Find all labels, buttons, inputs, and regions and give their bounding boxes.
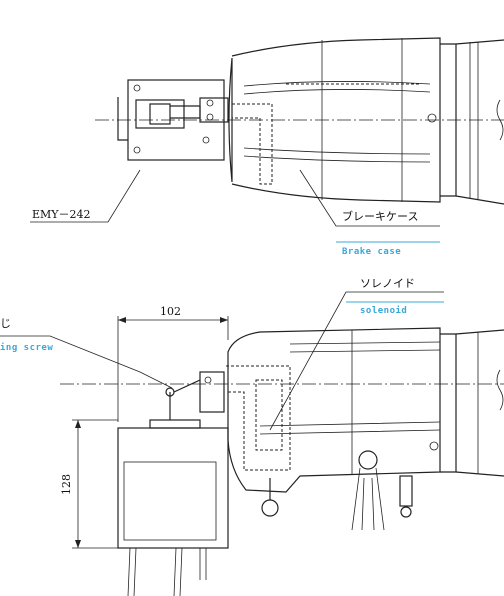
top-rod: [170, 105, 201, 119]
bottom-rail-mid: [259, 421, 441, 435]
top-case-front: [228, 57, 233, 183]
eye-bolt-ring: [261, 499, 279, 517]
top-bolt-2: [133, 146, 141, 154]
top-mount-plate: [127, 79, 225, 161]
label-screw-en: ing screw: [0, 342, 53, 353]
top-rail-4: [243, 155, 431, 163]
label-brake-case-jp: ブレーキケース: [342, 209, 418, 223]
solenoid-panel: [123, 461, 217, 541]
top-rail-2: [243, 89, 431, 95]
label-solenoid-en: solenoid: [360, 305, 407, 316]
top-break-mark: [496, 99, 504, 141]
solenoid-top-plate: [149, 419, 201, 429]
hidden-solenoid-core: [255, 379, 283, 451]
top-pin-1: [206, 99, 214, 107]
top-bracket-base: [117, 97, 128, 141]
bottom-motor-body: [455, 329, 504, 477]
top-hidden-solenoid: [232, 103, 273, 185]
top-bolt-3: [202, 136, 210, 144]
solenoid-box: [117, 427, 229, 549]
cable-1b: [133, 547, 137, 596]
dim-height-label: 128: [60, 474, 73, 495]
cable-2a: [173, 547, 177, 596]
dim-width-label: 102: [160, 305, 181, 318]
top-rail-1: [243, 81, 431, 87]
bottom-bracket: [199, 371, 225, 413]
top-case-screw: [427, 113, 437, 123]
label-emy: EMY－242: [32, 208, 91, 221]
bottom-case-outline: [227, 327, 441, 493]
label-brake-case-en: Brake case: [342, 247, 401, 257]
top-inner-frame: [135, 99, 185, 129]
top-rail-3: [243, 147, 431, 155]
cable-2b: [179, 547, 183, 596]
lever-knob: [400, 506, 412, 518]
leader-solenoid: [269, 291, 444, 431]
lever-arm: [173, 379, 201, 393]
label-screw-jp: じ: [0, 317, 11, 330]
top-coupler: [149, 103, 171, 125]
leader-emy: [30, 169, 141, 223]
lever-hub: [358, 450, 378, 470]
lever-clamp: [399, 475, 413, 507]
leader-brake-case: [299, 169, 440, 227]
bottom-flange: [440, 333, 457, 473]
top-case-outline: [231, 37, 441, 203]
top-view: [30, 37, 504, 227]
bottom-case-screw: [429, 441, 439, 451]
bracket-bolt-1: [204, 376, 212, 384]
top-motor-body: [455, 39, 504, 205]
cable-1a: [127, 547, 131, 596]
top-pin-2: [206, 113, 214, 121]
label-solenoid-jp: ソレノイド: [360, 277, 415, 290]
lever-rods: [351, 467, 385, 531]
top-flange: [440, 43, 457, 197]
hidden-solenoid-outer: [226, 365, 291, 471]
top-bolt-1: [133, 84, 141, 92]
bottom-break-mark: [496, 369, 504, 411]
bottom-rail-top: [289, 341, 441, 353]
leader-screw: [0, 335, 173, 389]
top-link: [199, 97, 229, 123]
bottom-view: [0, 291, 504, 596]
